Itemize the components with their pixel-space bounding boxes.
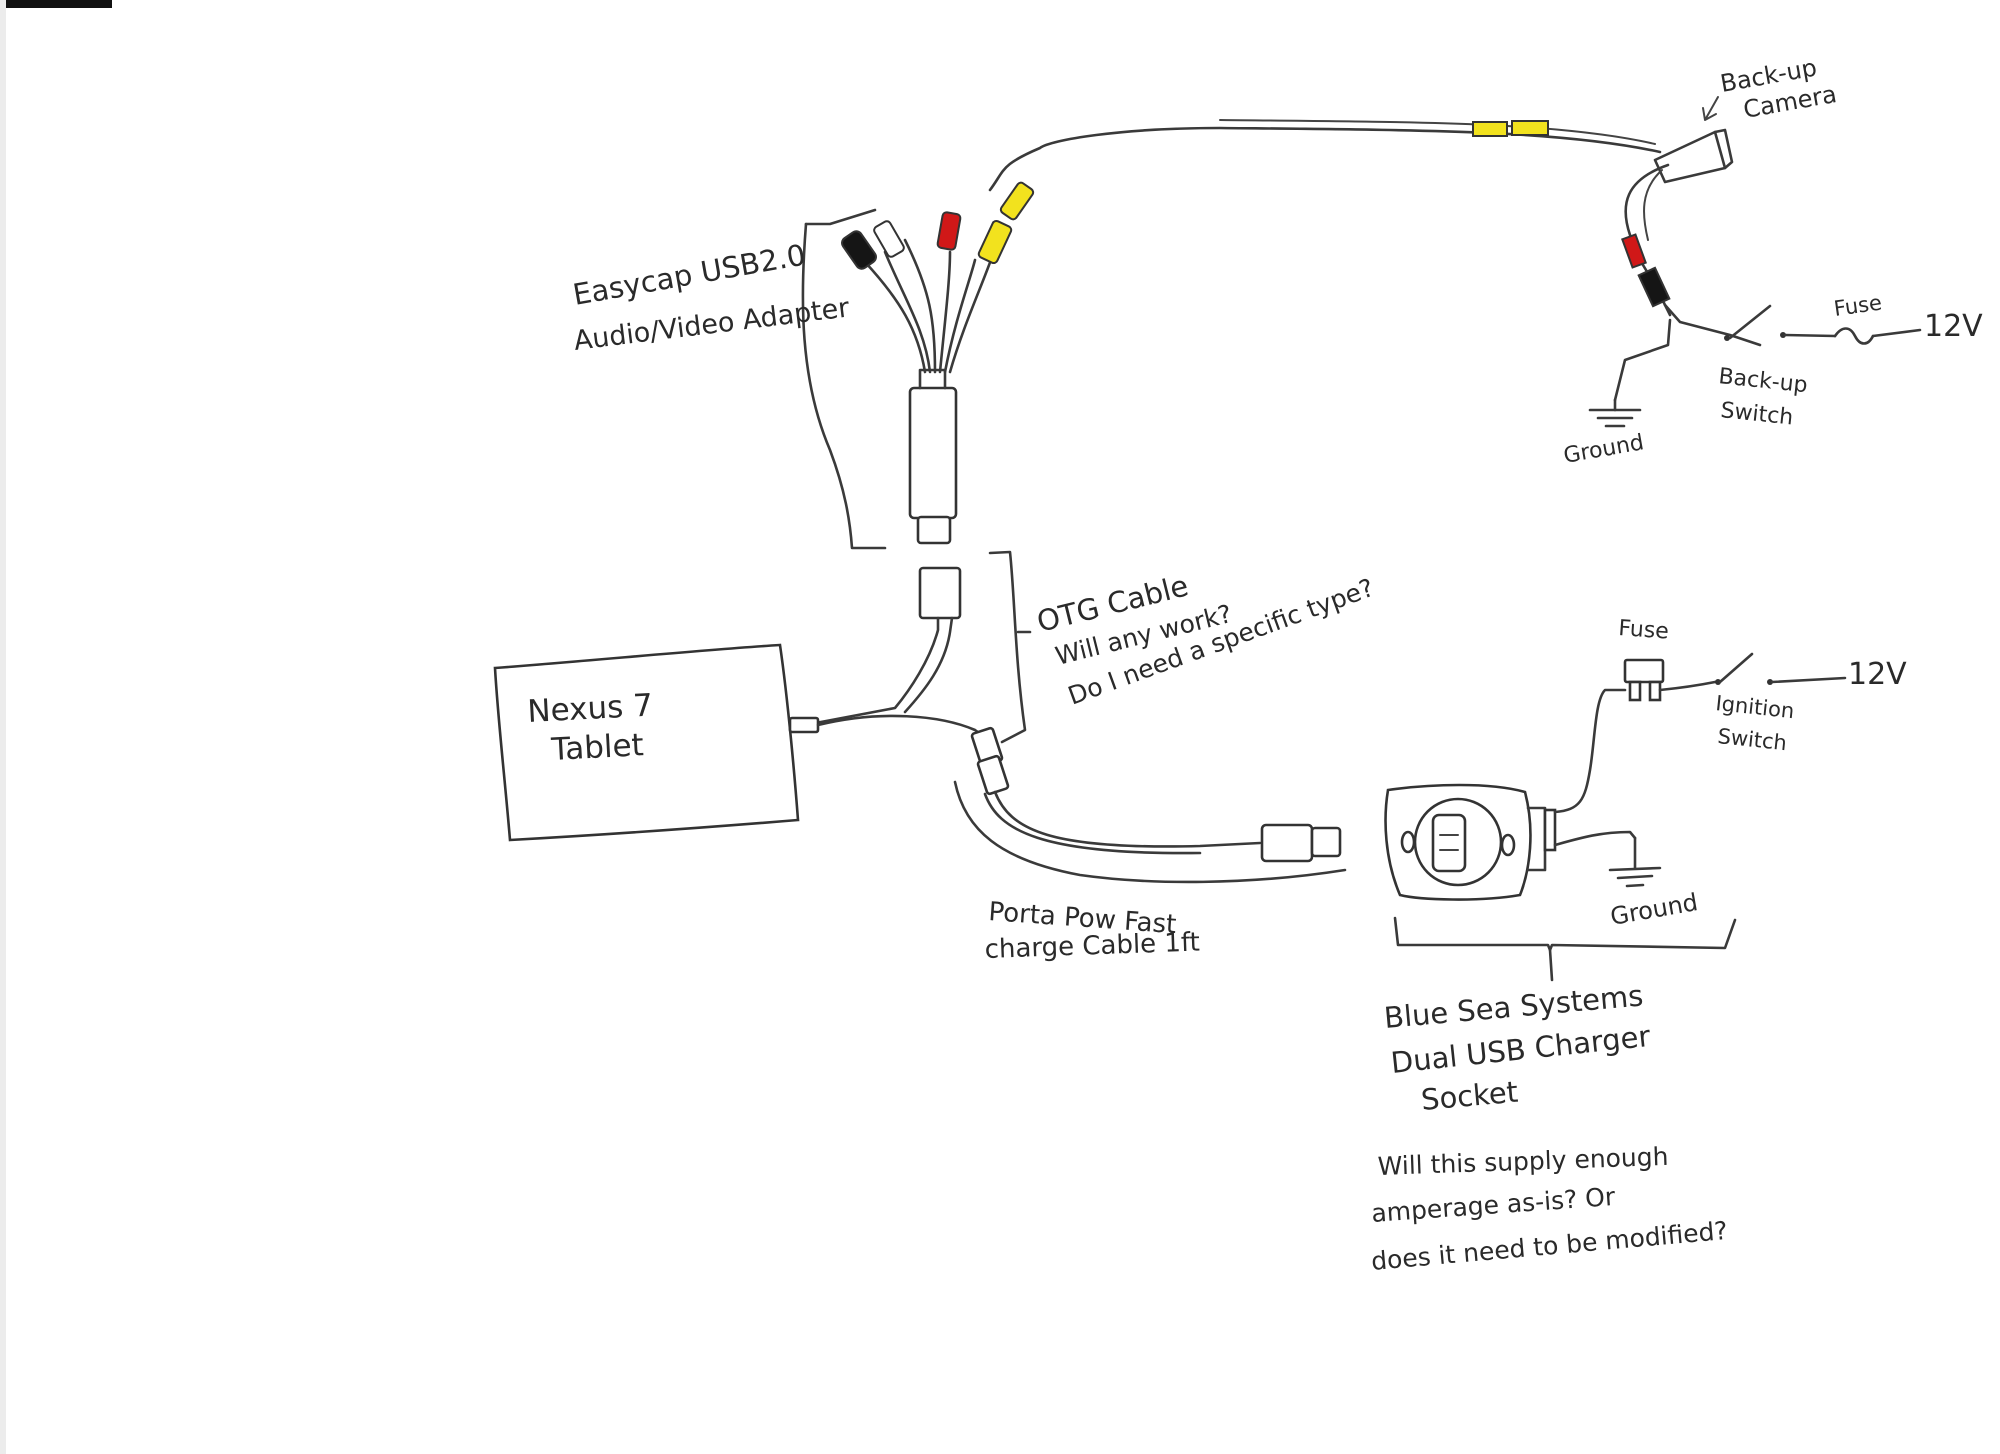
ignition-switch-label-1: Ignition: [1714, 691, 1795, 723]
question-line-3: does it need to be modified?: [1370, 1216, 1729, 1276]
easycap-adapter: [801, 181, 1035, 550]
ground-top-label: Ground: [1562, 430, 1646, 469]
scan-left-margin: [0, 0, 6, 1454]
red-rca-plug: [936, 211, 962, 251]
backup-switch-label-2: Switch: [1719, 398, 1794, 430]
yellow-connector-2: [1511, 120, 1549, 136]
fuse-bottom-label: Fuse: [1618, 616, 1670, 644]
black-power-plug: [1637, 266, 1671, 308]
backup-switch-contact-b: [1780, 332, 1786, 338]
porta-pow-cable: [816, 714, 1347, 884]
backup-switch-label-1: Back-up: [1717, 364, 1808, 398]
nexus-label-2: Tablet: [550, 727, 645, 768]
backup-camera: [1653, 128, 1734, 184]
fuse-top-label: Fuse: [1832, 290, 1883, 320]
volts-top-label: 12V: [1924, 309, 1983, 344]
fuse-icon: [1623, 658, 1665, 702]
yellow-rca-plug-2: [999, 181, 1035, 221]
nexus-label-1: Nexus 7: [527, 687, 654, 730]
red-power-plug: [1621, 233, 1647, 269]
usb-charger-socket: [1384, 688, 1737, 982]
black-rca-plug: [841, 230, 877, 270]
otg-cable: [803, 550, 1032, 744]
switch-icon: [1718, 652, 1754, 684]
ground-icon: [1588, 398, 1642, 428]
porta-pow-label-2: charge Cable 1ft: [984, 928, 1200, 965]
question-line-2: amperage as-is? Or: [1370, 1182, 1616, 1228]
yellow-connector-1: [1472, 121, 1508, 137]
white-rca-plug: [873, 220, 905, 258]
backup-camera-arrow: [1702, 96, 1719, 121]
switch-icon: [1728, 304, 1772, 340]
nexus-7-tablet: [493, 643, 820, 842]
ignition-switch-label-2: Switch: [1716, 724, 1788, 755]
blue-sea-label-3: Socket: [1420, 1075, 1520, 1117]
fuse-icon: [1833, 327, 1875, 345]
ignition-switch-contact-a: [1715, 679, 1721, 685]
ignition-switch-contact-b: [1767, 679, 1773, 685]
ground-bottom-label: Ground: [1608, 888, 1700, 931]
question-line-1: Will this supply enough: [1377, 1142, 1669, 1181]
ground-icon: [1608, 866, 1662, 888]
yellow-rca-plug-1: [977, 219, 1013, 265]
video-cable: [988, 126, 1662, 192]
backup-switch-contact-a: [1724, 335, 1730, 341]
scan-top-bar: [0, 0, 112, 8]
volts-bottom-label: 12V: [1848, 657, 1907, 692]
